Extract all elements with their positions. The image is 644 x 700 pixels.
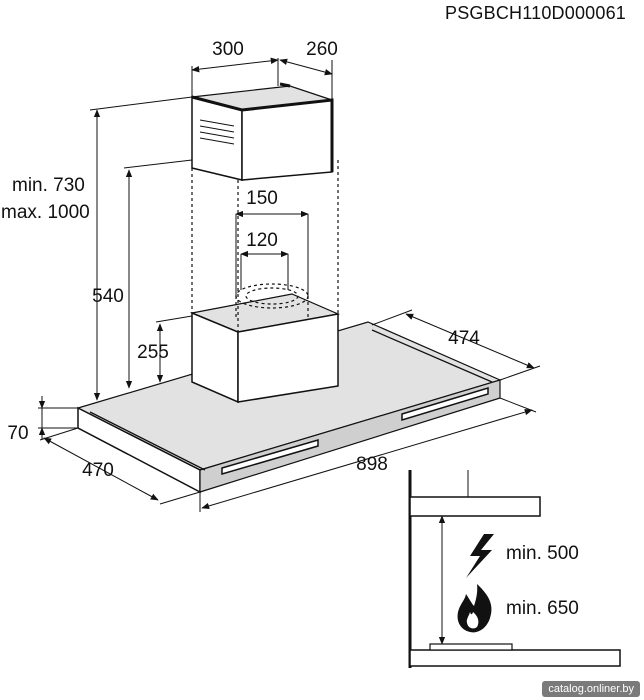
chimney-width-label: 300 [212, 39, 244, 60]
width-898-label: 898 [356, 454, 388, 475]
duct-dimension-150: 150 [235, 188, 309, 296]
height-min-label: min. 730 [12, 175, 85, 196]
chimney-depth-dimension: 260 [279, 39, 338, 100]
duct-inner-label: 120 [246, 230, 278, 251]
height-max-label: max. 1000 [1, 202, 90, 223]
depth-474-dimension: 474 [371, 309, 541, 381]
height-255-dimension: 255 [137, 315, 193, 383]
clearance-electric-label: min. 500 [506, 543, 579, 564]
height-540-label: 540 [92, 286, 124, 307]
watermark: catalog.onliner.by [542, 681, 640, 697]
inset-cooktop [409, 649, 621, 667]
width-898-dimension: 898 [199, 397, 537, 512]
clearance-gas-label: min. 650 [506, 598, 579, 619]
chimney-width-dimension: 300 [191, 39, 279, 97]
thickness-70-label: 70 [7, 423, 28, 444]
chimney-depth-label: 260 [306, 39, 338, 60]
thickness-70-dimension: 70 [7, 396, 78, 444]
side-470-label: 470 [82, 460, 114, 481]
clearance-inset: min. 500 min. 650 [408, 470, 621, 668]
inset-hood [409, 496, 541, 517]
lower-chimney [189, 283, 341, 404]
side-470-dimension: 470 [39, 427, 201, 505]
model-code: PSGBCH110D000061 [445, 3, 626, 23]
flame-icon [457, 584, 492, 633]
upper-chimney [191, 82, 339, 332]
duct-outer-label: 150 [246, 188, 278, 209]
height-255-label: 255 [137, 342, 169, 363]
depth-474-label: 474 [448, 328, 480, 349]
lightning-bolt-icon [466, 534, 494, 578]
duct-dimension-120: 120 [240, 230, 289, 290]
height-540-dimension: 540 [92, 159, 193, 389]
total-height-dimension: min. 730 max. 1000 [1, 96, 193, 401]
